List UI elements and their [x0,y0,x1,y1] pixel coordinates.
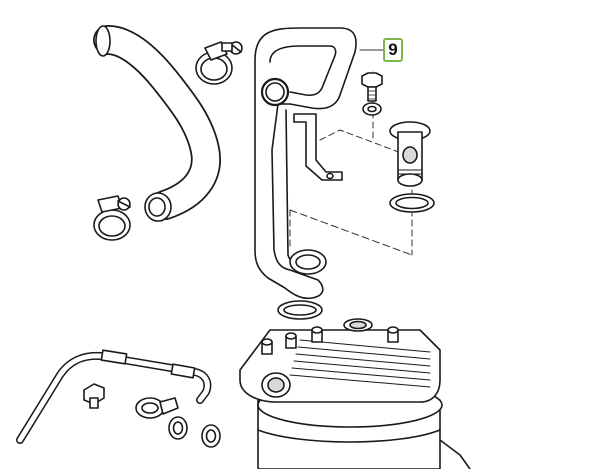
gasket-ring [277,300,323,320]
cylinder-head [239,318,471,469]
bolt [361,72,383,102]
sealing-ring-1 [168,416,188,440]
thin-pipe [16,349,212,444]
banjo-bolt [83,383,105,409]
washer-large [389,193,435,213]
sealing-ring-2 [201,424,221,448]
hose-clamp-upper [195,41,243,85]
callout-part-9[interactable]: 9 [383,38,403,62]
pipe-end-fitting [135,397,179,419]
pipe-bracket [293,113,343,181]
banjo-fitting [389,121,431,187]
washer-small [362,102,382,116]
pipe-assembly-9 [254,27,357,300]
hose-clamp-lower [93,195,131,241]
left-hose [93,25,221,222]
